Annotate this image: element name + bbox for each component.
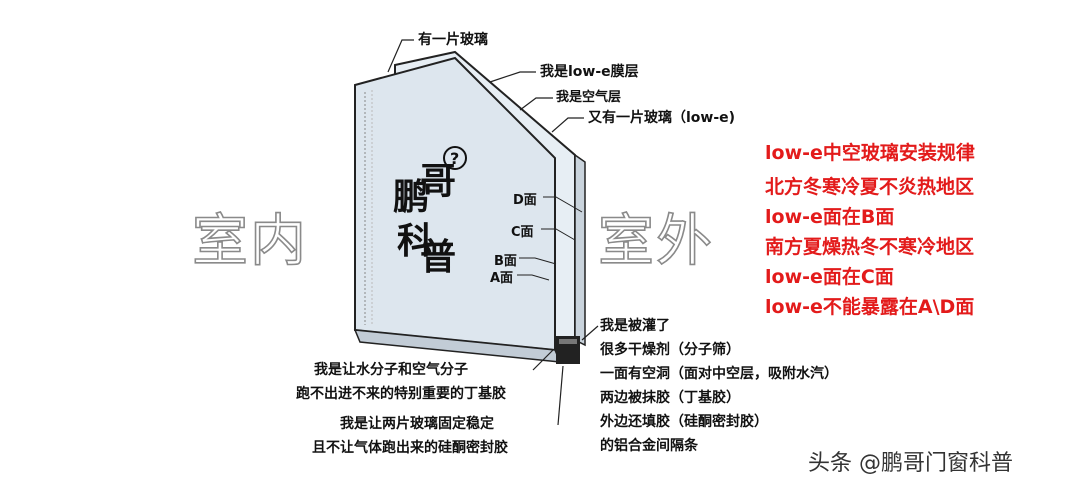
label-lowe-film: 我是low-e膜层 xyxy=(540,64,639,80)
rule-title: low-e中空玻璃安装规律 xyxy=(765,142,975,164)
face-c-label: C面 xyxy=(511,225,534,240)
face-d-label: D面 xyxy=(513,193,537,208)
logo-char-3: 科 xyxy=(397,221,434,262)
leader-spacer xyxy=(581,325,599,341)
rule-south: 南方夏燥热冬不寒冷地区 xyxy=(765,236,975,258)
butyl-desc-line-2: 跑不出进不来的特别重要的丁基胶 xyxy=(296,386,506,402)
butyl-desc-line-1: 我是让水分子和空气分子 xyxy=(314,362,468,378)
spacer-desc-line-4: 两边被抹胶（丁基胶） xyxy=(600,390,740,406)
watermark: 头条 @鹏哥门窗科普 xyxy=(808,451,1013,476)
rule-south-face: low-e面在C面 xyxy=(765,266,894,288)
leader-lowe-film xyxy=(489,71,536,83)
rule-north-face: low-e面在B面 xyxy=(765,206,895,228)
label-air-layer: 我是空气层 xyxy=(556,90,622,105)
leader-face-a xyxy=(517,274,550,281)
face-a-label: A面 xyxy=(490,271,514,286)
leader-air-layer xyxy=(519,97,553,111)
spacer-desc-line-1: 我是被灌了 xyxy=(600,318,670,334)
label-inner-glass: 又有一片玻璃（low-e) xyxy=(588,110,736,126)
spacer-desc-line-5: 外边还填胶（硅酮密封胶） xyxy=(600,414,768,430)
label-outer-glass: 有一片玻璃 xyxy=(418,32,488,48)
outer-glass-edge xyxy=(574,153,586,347)
leader-sealant xyxy=(557,365,564,426)
rule-north: 北方冬寒冷夏不炎热地区 xyxy=(765,176,975,198)
leader-inner-glass xyxy=(551,117,584,133)
leader-face-d xyxy=(543,196,583,213)
leader-butyl xyxy=(532,349,554,371)
rule-exposure: low-e不能暴露在A\D面 xyxy=(765,296,975,318)
sealant-desc-line-2: 且不让气体跑出来的硅酮密封胶 xyxy=(312,440,508,456)
logo-char-1: 鹏 xyxy=(393,177,430,218)
sealant-desc-line-1: 我是让两片玻璃固定稳定 xyxy=(340,416,494,432)
logo-question-mark: ? xyxy=(450,149,459,168)
spacer-desc-line-2: 很多干燥剂（分子筛） xyxy=(600,342,740,358)
spacer-highlight xyxy=(559,339,577,344)
logo-char-2: 哥 xyxy=(420,161,457,202)
outdoor-label: 室外 xyxy=(597,208,714,275)
logo-char-4: 普 xyxy=(420,237,457,278)
leader-face-b xyxy=(519,257,557,265)
leader-outer-glass xyxy=(387,39,414,73)
logo-question-circle xyxy=(443,146,467,170)
face-b-label: B面 xyxy=(494,254,517,269)
inner-glass-pane xyxy=(354,56,556,352)
spacer-desc-line-3: 一面有空洞（面对中空层，吸附水汽） xyxy=(600,366,838,382)
indoor-label: 室内 xyxy=(191,208,308,275)
leader-face-c xyxy=(541,228,576,241)
spacer-desc-line-6: 的铝合金间隔条 xyxy=(600,438,698,454)
